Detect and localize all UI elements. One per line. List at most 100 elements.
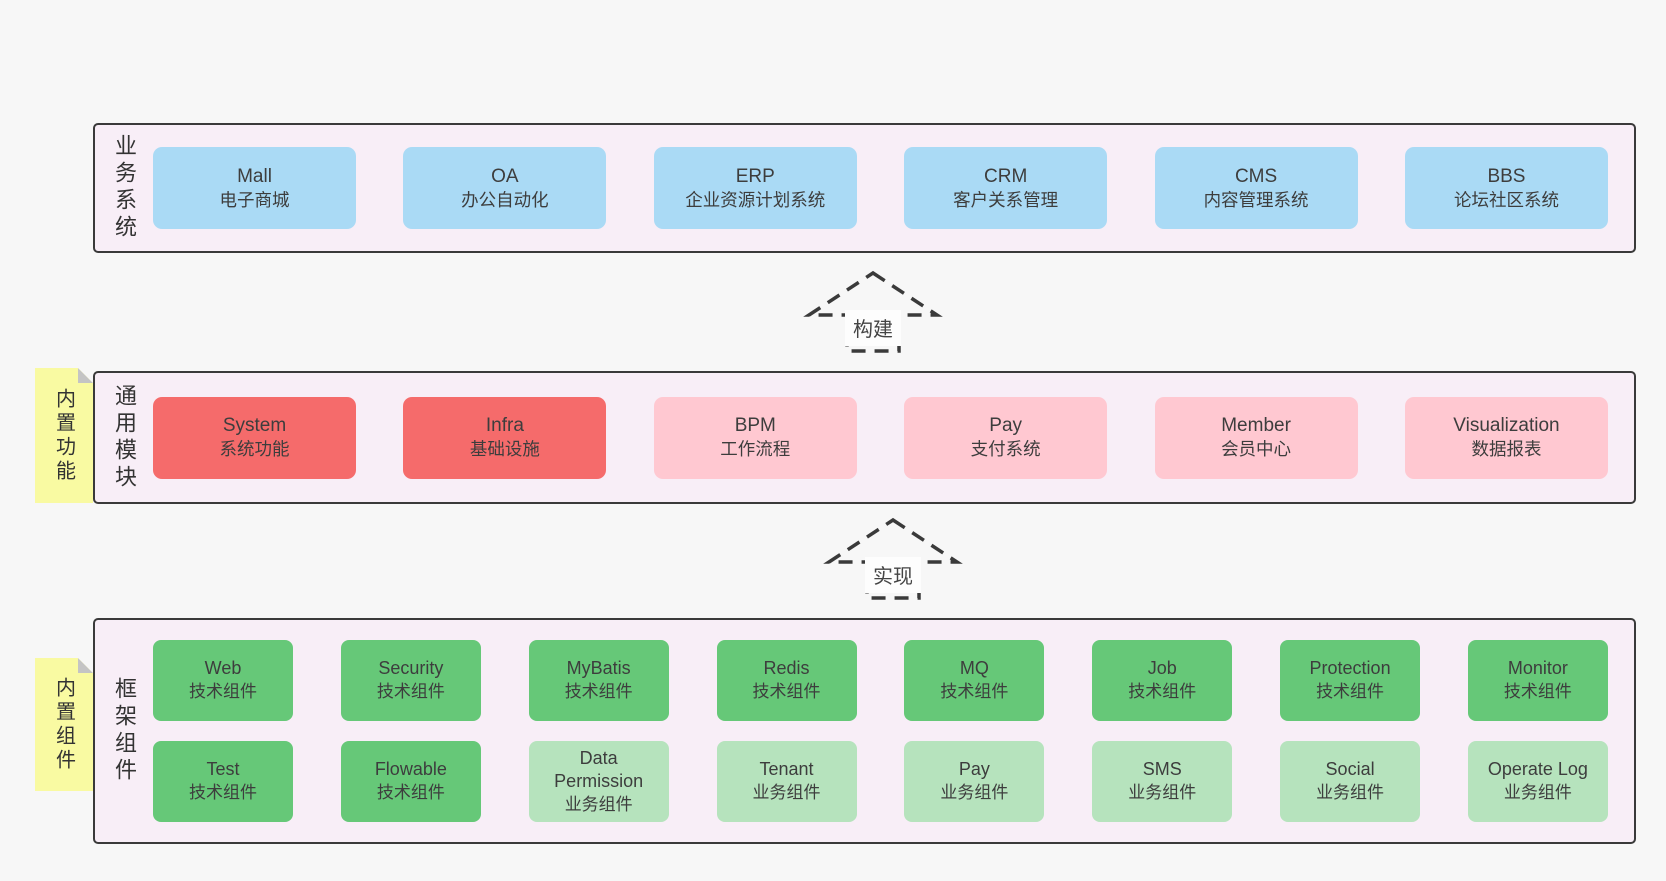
box-protection: Protection 技术组件: [1280, 640, 1421, 721]
box-subtitle: 业务组件: [940, 783, 1009, 803]
box-subtitle: 论坛社区系统: [1453, 189, 1559, 210]
box-title: Tenant: [759, 759, 814, 780]
box-subtitle: 技术组件: [376, 682, 445, 702]
box-mybatis: MyBatis 技术组件: [528, 640, 669, 721]
box-title: Test: [206, 759, 240, 780]
dashed-up-arrow-icon: [803, 270, 943, 353]
box-data-permission: Data Permission 业务组件: [528, 741, 669, 822]
box-visualization: Visualization 数据报表: [1404, 396, 1608, 479]
sticky-note-built-in-functions: 内置功能: [35, 368, 93, 503]
box-title: Data Permission: [554, 747, 644, 792]
box-subtitle: 业务组件: [1503, 783, 1572, 803]
box-title: Flowable: [374, 759, 447, 780]
box-infra: Infra 基础设施: [403, 396, 607, 479]
box-subtitle: 电子商城: [219, 189, 290, 210]
panel-label-common-modules: 通用模块: [95, 373, 153, 502]
box-title: System: [222, 415, 287, 437]
box-title: Mall: [237, 165, 272, 187]
arrow-label-background: [865, 557, 921, 593]
dashed-up-arrow-icon: [823, 517, 963, 600]
panel-label-framework-components: 框架组件: [95, 620, 153, 842]
box-title: Pay: [989, 415, 1023, 437]
box-title: Member: [1221, 415, 1291, 437]
framework-row-1: Web 技术组件 Security 技术组件 MyBatis 技术组件 Redi…: [153, 640, 1608, 721]
box-redis: Redis 技术组件: [716, 640, 857, 721]
box-subtitle: 基础设施: [469, 439, 540, 460]
folded-corner: [78, 368, 93, 383]
box-erp: ERP 企业资源计划系统: [653, 147, 857, 229]
box-subtitle: 内容管理系统: [1203, 189, 1309, 210]
panel-common-modules: 通用模块 System 系统功能 Infra 基础设施 BPM 工作流程 Pay…: [93, 371, 1636, 504]
box-subtitle: 企业资源计划系统: [685, 189, 826, 210]
box-subtitle: 会员中心: [1221, 439, 1292, 460]
arrow-label-background: [845, 310, 901, 346]
panel-label-text: 通用模块: [112, 383, 137, 492]
box-subtitle: 技术组件: [564, 682, 633, 702]
box-security: Security 技术组件: [340, 640, 481, 721]
box-subtitle: 技术组件: [189, 783, 257, 803]
box-title: BBS: [1487, 165, 1526, 187]
box-title: Operate Log: [1487, 759, 1588, 780]
box-bpm: BPM 工作流程: [653, 396, 857, 479]
box-subtitle: 技术组件: [1128, 682, 1197, 702]
box-title: CMS: [1234, 165, 1278, 187]
box-pay-component: Pay 业务组件: [904, 741, 1045, 822]
box-sms: SMS 业务组件: [1092, 741, 1233, 822]
sticky-note-label: 内置组件: [52, 676, 75, 773]
box-tenant: Tenant 业务组件: [716, 741, 857, 822]
box-test: Test 技术组件: [153, 741, 293, 822]
arrow-up-build: 构建: [803, 270, 943, 353]
box-mq: MQ 技术组件: [904, 640, 1045, 721]
box-title: Infra: [485, 415, 524, 437]
box-web: Web 技术组件: [153, 640, 293, 721]
box-social: Social 业务组件: [1280, 741, 1421, 822]
box-subtitle: 工作流程: [720, 439, 791, 460]
box-subtitle: 支付系统: [970, 439, 1041, 460]
box-title: Social: [1325, 759, 1375, 780]
box-subtitle: 业务组件: [564, 795, 633, 815]
arrow-label: 实现: [873, 565, 913, 588]
box-title: CRM: [984, 165, 1028, 187]
box-mall: Mall 电子商城: [153, 147, 356, 229]
box-job: Job 技术组件: [1092, 640, 1233, 721]
box-subtitle: 技术组件: [376, 783, 445, 803]
box-subtitle: 系统功能: [219, 439, 290, 460]
box-subtitle: 办公自动化: [461, 189, 549, 210]
panel-label-text: 业务系统: [112, 134, 137, 242]
modules-boxes-row: System 系统功能 Infra 基础设施 BPM 工作流程 Pay 支付系统…: [153, 373, 1634, 502]
box-subtitle: 业务组件: [752, 783, 821, 803]
box-flowable: Flowable 技术组件: [340, 741, 481, 822]
panel-business-systems: 业务系统 Mall 电子商城 OA 办公自动化 ERP 企业资源计划系统 CRM…: [93, 123, 1636, 253]
sticky-note-label: 内置功能: [52, 387, 75, 484]
box-title: SMS: [1142, 759, 1182, 780]
box-title: Job: [1147, 658, 1177, 679]
box-subtitle: 技术组件: [1316, 682, 1385, 702]
box-crm: CRM 客户关系管理: [904, 147, 1108, 229]
box-monitor: Monitor 技术组件: [1467, 640, 1608, 721]
box-title: MQ: [959, 658, 989, 679]
box-title: Monitor: [1507, 658, 1568, 679]
box-title: Pay: [958, 759, 990, 780]
box-subtitle: 客户关系管理: [953, 189, 1059, 210]
box-subtitle: 业务组件: [1316, 783, 1385, 803]
box-subtitle: 业务组件: [1128, 783, 1197, 803]
panel-framework-components: 框架组件 Web 技术组件 Security 技术组件 MyBatis 技术组件…: [93, 618, 1636, 844]
box-subtitle: 技术组件: [1503, 682, 1572, 702]
box-title: Security: [378, 658, 444, 679]
box-title: Web: [204, 658, 242, 679]
box-subtitle: 技术组件: [752, 682, 821, 702]
box-title: Protection: [1309, 658, 1391, 679]
business-boxes-row: Mall 电子商城 OA 办公自动化 ERP 企业资源计划系统 CRM 客户关系…: [153, 125, 1634, 251]
box-subtitle: 技术组件: [189, 682, 257, 702]
panel-label-text: 框架组件: [112, 677, 137, 785]
box-pay-system: Pay 支付系统: [904, 396, 1108, 479]
sticky-note-built-in-components: 内置组件: [35, 658, 93, 791]
box-operate-log: Operate Log 业务组件: [1467, 741, 1608, 822]
framework-grid: Web 技术组件 Security 技术组件 MyBatis 技术组件 Redi…: [153, 620, 1634, 842]
folded-corner: [78, 658, 93, 673]
box-title: OA: [491, 165, 519, 187]
box-cms: CMS 内容管理系统: [1154, 147, 1358, 229]
framework-row-2: Test 技术组件 Flowable 技术组件 Data Permission …: [153, 741, 1608, 822]
box-title: Visualization: [1453, 415, 1560, 437]
box-system: System 系统功能: [153, 396, 356, 479]
